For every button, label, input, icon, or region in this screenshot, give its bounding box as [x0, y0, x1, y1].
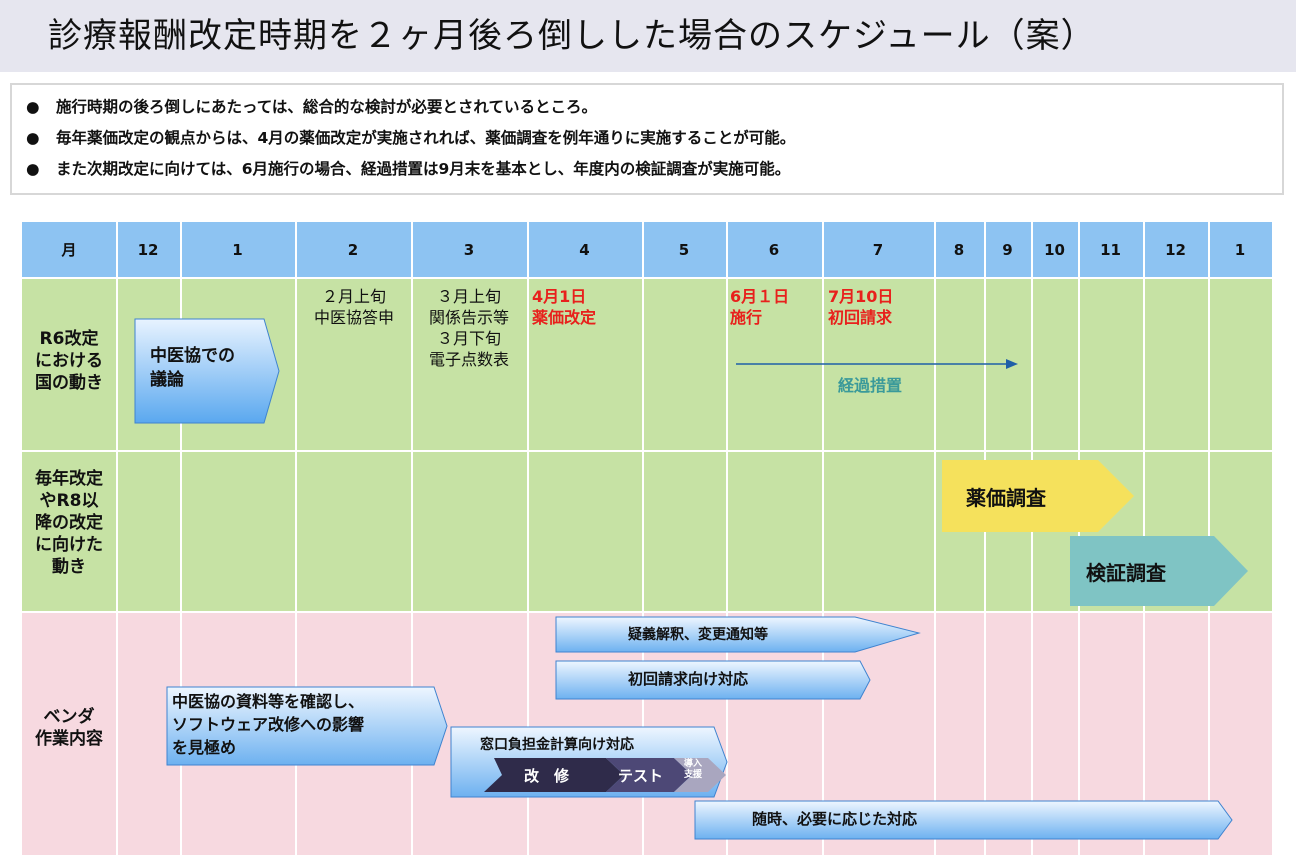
feb-milestone: ２月上旬 中医協答申	[313, 287, 394, 327]
confirm-label: 中医協の資料等を確認し、 ソフトウェア改修への影響 を見極め	[172, 692, 365, 757]
grid-line	[116, 222, 118, 855]
mar-milestone: ３月上旬 関係告示等 ３月下旬 電子点数表	[428, 287, 509, 369]
bullet-text: 毎年薬価改定の観点からは、4月の薬価改定が実施されれば、薬価調査を例年通りに実施…	[56, 129, 796, 147]
grid-line	[22, 611, 1272, 613]
month-label: 10	[1044, 241, 1065, 259]
grid-line	[934, 222, 936, 855]
verification-survey-label: 検証調査	[1086, 561, 1166, 585]
apr-milestone: 4月1日 薬価改定	[532, 287, 597, 327]
bullet-box: ● 施行時期の後ろ倒しにあたっては、総合的な検討が必要とされているところ。 ● 毎年…	[10, 83, 1284, 195]
transition-label: 経過措置	[838, 376, 903, 395]
title-bar: 診療報酬改定時期を２ヶ月後ろ倒しした場合のスケジュール（案）	[0, 0, 1296, 72]
row-label-annual: 毎年改定 やR8以 降の改定 に向けた 動き	[35, 469, 103, 577]
bullet-text: 施行時期の後ろ倒しにあたっては、総合的な検討が必要とされているところ。	[56, 98, 597, 116]
grid-line	[527, 222, 529, 855]
month-label: 1	[1234, 241, 1246, 259]
verification-survey-arrow	[1070, 536, 1248, 606]
page-title: 診療報酬改定時期を２ヶ月後ろ倒しした場合のスケジュール（案）	[48, 16, 1096, 56]
first-claim-label: 初回請求向け対応	[628, 670, 749, 688]
modify-label: 改 修	[524, 767, 570, 785]
grid-line	[22, 277, 1272, 279]
month-label: 1	[232, 241, 243, 259]
bullet-item: ● 施行時期の後ろ倒しにあたっては、総合的な検討が必要とされているところ。	[26, 95, 597, 117]
transition-arrow	[736, 359, 1018, 369]
month-label: 11	[1100, 241, 1121, 259]
jul-milestone: 7月10日 初回請求	[828, 287, 894, 327]
month-label: 9	[1002, 241, 1013, 259]
month-label: 7	[872, 241, 884, 259]
month-label: 3	[463, 241, 475, 259]
copay-label: 窓口負担金計算向け対応	[480, 737, 634, 753]
header-row	[22, 222, 1272, 278]
qa-label: 疑義解釈、変更通知等	[628, 627, 768, 643]
qa-arrow	[555, 616, 921, 653]
test-label: テスト	[618, 767, 664, 785]
price-survey-label: 薬価調査	[966, 486, 1046, 510]
grid-line	[822, 222, 824, 855]
bullet-icon: ●	[26, 98, 40, 116]
grid-line	[295, 222, 297, 855]
month-label: 12	[1165, 241, 1186, 259]
grid-line	[1031, 222, 1033, 855]
bullet-icon: ●	[26, 160, 40, 178]
as-needed-label: 随時、必要に応じた対応	[752, 810, 918, 828]
intro-label: 導入 支援	[684, 759, 703, 780]
phase-chevrons	[484, 758, 726, 792]
month-label: 5	[678, 241, 690, 259]
discussion-arrow	[134, 318, 280, 424]
grid-line	[642, 222, 644, 855]
month-header-label: 月	[61, 241, 77, 259]
grid-line	[984, 222, 986, 855]
month-label: 6	[768, 241, 780, 259]
jun-milestone: 6月１日 施行	[730, 287, 790, 327]
grid-line	[180, 222, 182, 855]
price-survey-arrow	[942, 460, 1134, 532]
grid-line	[22, 450, 1272, 452]
month-label: 2	[347, 241, 359, 259]
row-label-vendor: ベンダ 作業内容	[35, 707, 103, 749]
confirm-arrow	[166, 686, 448, 766]
first-claim-arrow	[555, 660, 871, 700]
schedule-table: 月 12 1 2 3 4 5 6 7 8 9 10 11 12 1 R6改定 に…	[22, 222, 1272, 855]
month-label: 8	[953, 241, 965, 259]
bullet-item: ● また次期改定に向けては、6月施行の場合、経過措置は9月末を基本とし、年度内の検…	[26, 157, 790, 179]
discussion-label: 中医協での 議論	[150, 346, 235, 390]
month-label: 12	[137, 241, 159, 259]
grid-line	[726, 222, 728, 855]
grid-line	[411, 222, 413, 855]
row-label-r6: R6改定 における 国の動き	[35, 329, 103, 393]
bullet-text: また次期改定に向けては、6月施行の場合、経過措置は9月末を基本とし、年度内の検証…	[56, 160, 791, 178]
bullet-icon: ●	[26, 129, 40, 147]
month-label: 4	[579, 241, 590, 259]
as-needed-arrow	[694, 800, 1233, 840]
bullet-item: ● 毎年薬価改定の観点からは、4月の薬価改定が実施されれば、薬価調査を例年通りに実…	[26, 126, 795, 148]
